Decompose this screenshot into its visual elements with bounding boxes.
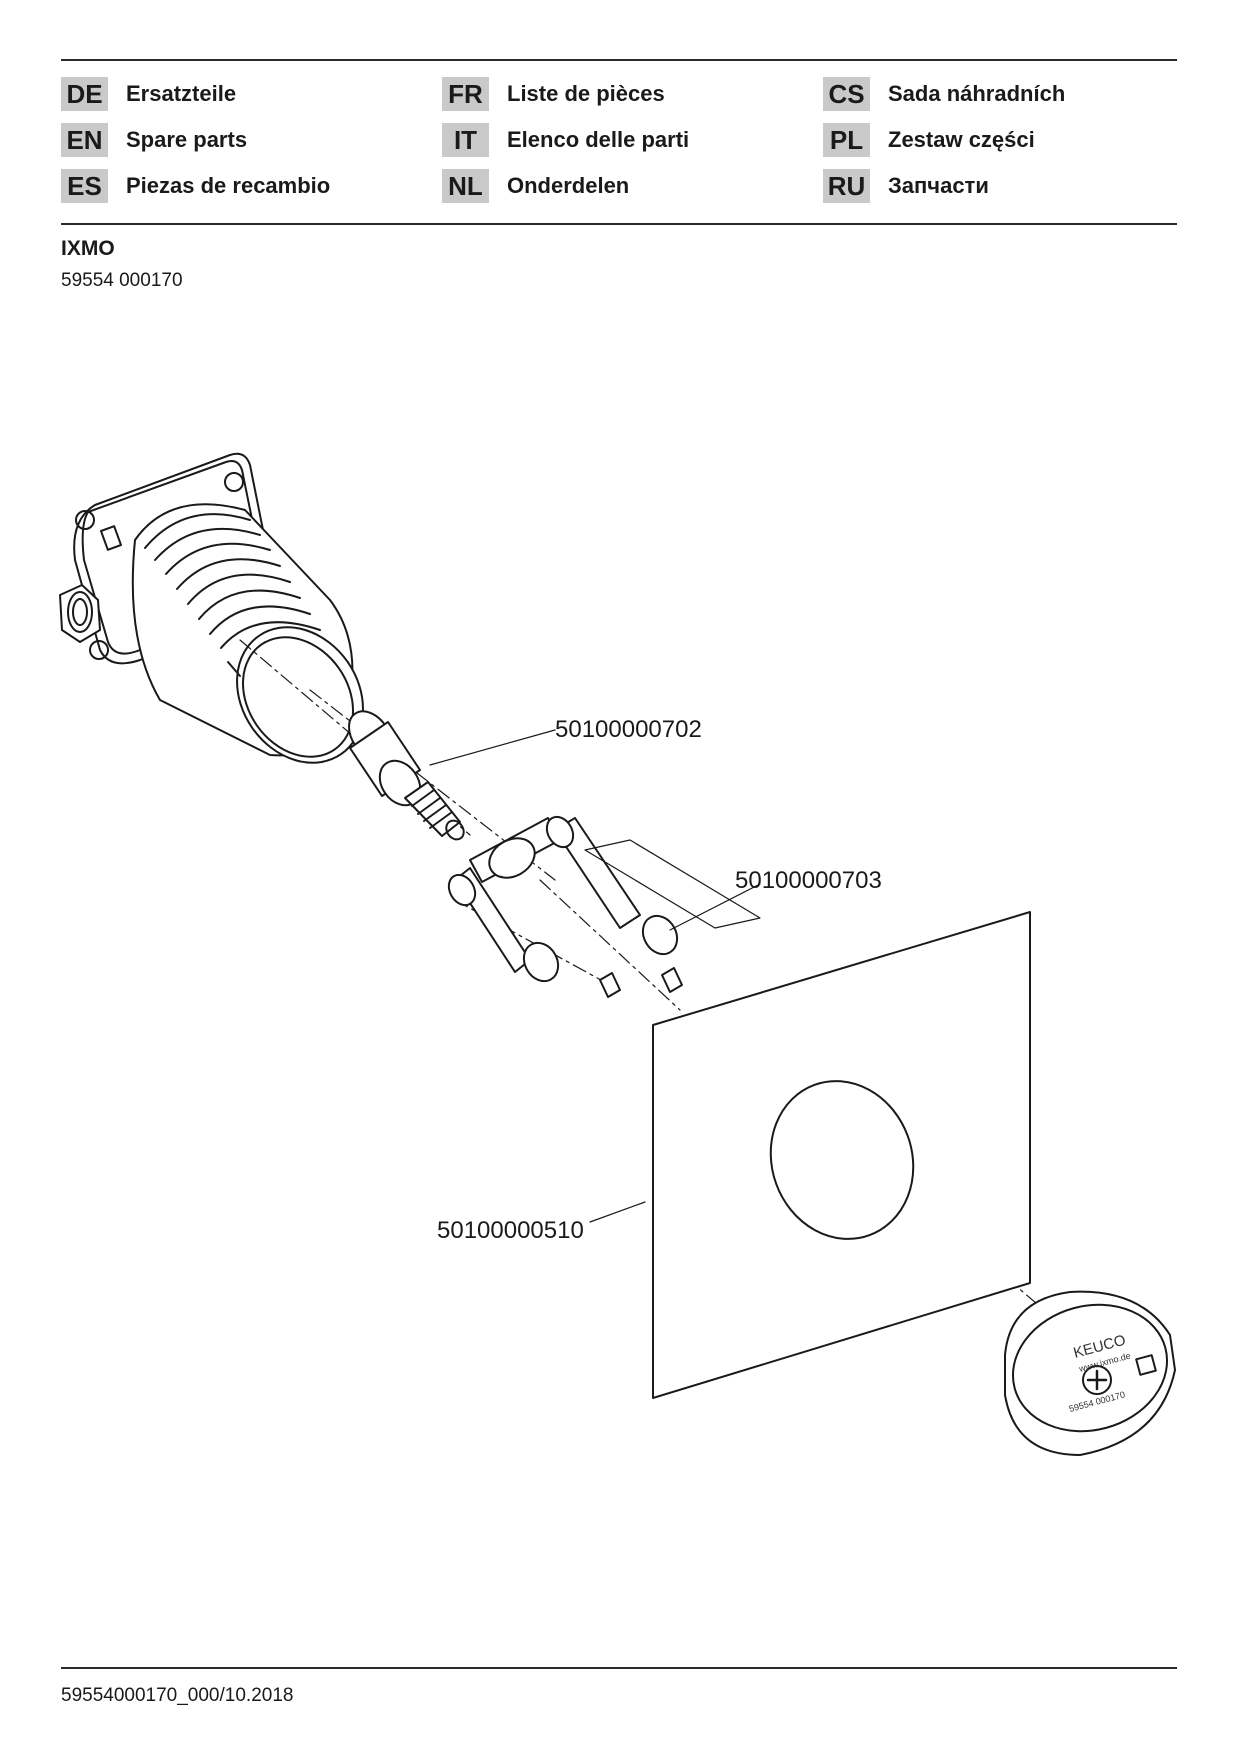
language-entry: IT Elenco delle parti xyxy=(442,122,689,158)
language-entry: PL Zestaw części xyxy=(823,122,1035,158)
language-entry: RU Запчасти xyxy=(823,168,989,204)
screw-icon xyxy=(1082,1365,1112,1395)
language-entry: NL Onderdelen xyxy=(442,168,629,204)
language-label: Piezas de recambio xyxy=(126,173,331,198)
language-code: RU xyxy=(823,169,870,203)
cover-plate xyxy=(652,911,1031,1399)
language-row-2: EN Spare parts IT Elenco delle parti PL … xyxy=(61,122,1177,158)
product-title: IXMO xyxy=(61,237,115,260)
language-code: IT xyxy=(442,123,489,157)
part-number-cartridge: 50100000702 xyxy=(555,716,702,743)
language-code: NL xyxy=(442,169,489,203)
language-code: CS xyxy=(823,77,870,111)
header-bottom-rule xyxy=(61,223,1177,225)
language-label: Onderdelen xyxy=(507,173,630,198)
language-label: Запчасти xyxy=(888,173,989,198)
mounting-housing xyxy=(59,452,364,764)
language-entry: FR Liste de pièces xyxy=(442,76,665,112)
cartridge xyxy=(348,710,465,841)
language-label: Elenco delle parti xyxy=(507,127,690,152)
header-top-rule xyxy=(61,59,1177,61)
language-row-3: ES Piezas de recambio NL Onderdelen RU З… xyxy=(61,168,1177,204)
language-entry: EN Spare parts xyxy=(61,122,247,158)
language-entry: ES Piezas de recambio xyxy=(61,168,330,204)
language-entry: DE Ersatzteile xyxy=(61,76,236,112)
language-row-1: DE Ersatzteile FR Liste de pièces CS Sad… xyxy=(61,76,1177,112)
part-number-extension-set: 50100000703 xyxy=(735,867,882,894)
language-code: ES xyxy=(61,169,108,203)
leader-lines xyxy=(429,729,761,1223)
language-code: EN xyxy=(61,123,108,157)
protective-cap xyxy=(1004,1290,1176,1456)
language-label: Sada náhradních xyxy=(888,81,1066,106)
language-label: Zestaw części xyxy=(888,127,1035,152)
language-label: Spare parts xyxy=(126,127,248,152)
product-number: 59554 000170 xyxy=(61,270,183,291)
language-code: DE xyxy=(61,77,108,111)
language-entry: CS Sada náhradních xyxy=(823,76,1065,112)
language-label: Liste de pièces xyxy=(507,81,665,106)
language-code: PL xyxy=(823,123,870,157)
language-label: Ersatzteile xyxy=(126,81,237,106)
language-code: FR xyxy=(442,77,489,111)
document-code: 59554000170_000/10.2018 xyxy=(61,1685,294,1706)
footer-rule xyxy=(61,1667,1177,1669)
extension-set xyxy=(447,815,683,998)
part-number-cover-plate: 50100000510 xyxy=(437,1217,584,1244)
